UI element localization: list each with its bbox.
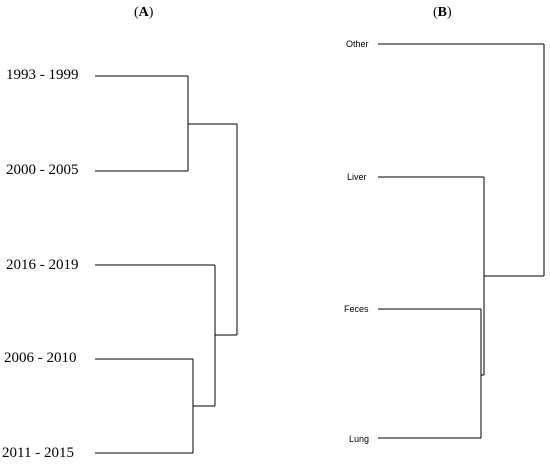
dendrogram-a-leaf-1993-1999: 1993 - 1999: [6, 67, 79, 83]
dendrogram-a-leaf-2016-2019: 2016 - 2019: [6, 257, 79, 273]
dendrogram-b-leaf-feces: Feces: [344, 304, 369, 314]
panel-a-title-close: ): [148, 5, 154, 20]
dendrogram-a-leaf-2000-2005: 2000 - 2005: [6, 162, 79, 178]
panel-b-title-letter: B: [437, 5, 448, 20]
dendrogram-a-leaf-2006-2010: 2006 - 2010: [4, 350, 77, 366]
dendrogram-a-leaf-2011-2015: 2011 - 2015: [2, 445, 74, 461]
dendrogram-b-leaf-liver: Liver: [347, 172, 367, 182]
dendrogram-b-leaf-lung: Lung: [349, 434, 370, 444]
panel-a-title-open: (: [134, 5, 139, 20]
dendrogram-b-leaf-other: Other: [346, 39, 369, 49]
panel-a-title-letter: A: [138, 5, 149, 20]
dendrogram-b-branches: [378, 43, 545, 439]
dendrogram-a-branches: [95, 75, 238, 454]
panel-b-title-open: (: [433, 5, 438, 20]
panel-b-title: (B): [433, 5, 452, 21]
panel-b-title-close: ): [447, 5, 452, 20]
panel-a-title: (A): [134, 5, 153, 21]
